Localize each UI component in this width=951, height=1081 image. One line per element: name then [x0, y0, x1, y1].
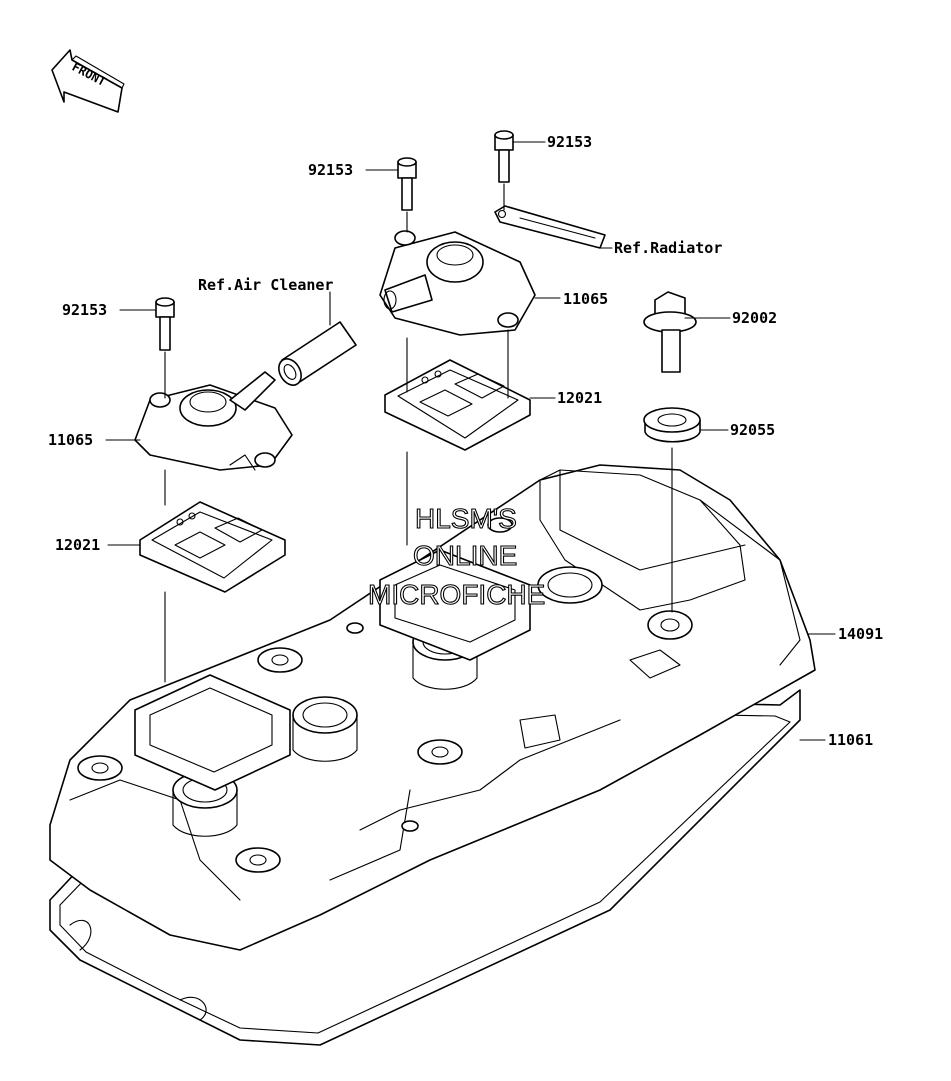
watermark: HLSM'S ONLINE MICROFICHE [367, 502, 545, 610]
bolt-92153-top-left [397, 157, 417, 211]
alignment-lines [164, 183, 673, 683]
label-92153-c: 92153 [62, 301, 107, 319]
radiator-bracket [494, 205, 606, 249]
reed-cover-right [379, 230, 536, 336]
reed-valve-left [139, 501, 286, 593]
label-12021-left: 12021 [55, 536, 100, 554]
bolt-92153-top-right [494, 130, 514, 183]
label-ref-air-cleaner: Ref.Air Cleaner [198, 276, 333, 294]
label-11061: 11061 [828, 731, 873, 749]
label-14091: 14091 [838, 625, 883, 643]
cylinder-head-cover [49, 464, 816, 951]
air-cleaner-hose [278, 321, 357, 386]
part-labels: 92153 92153 92153 Ref.Radiator Ref.Air C… [48, 133, 883, 749]
label-11065-left: 11065 [48, 431, 93, 449]
grommet-92055 [643, 407, 701, 443]
label-11065-right: 11065 [563, 290, 608, 308]
front-arrow-icon: FRONT [51, 49, 125, 113]
watermark-line-3: MICROFICHE [368, 579, 545, 610]
leader-lines [105, 141, 836, 741]
reed-valve-right [384, 359, 531, 451]
bolt-92002 [643, 291, 697, 373]
label-92055: 92055 [730, 421, 775, 439]
reed-cover-left [134, 371, 293, 471]
label-12021-right: 12021 [557, 389, 602, 407]
bolt-92153-left [155, 297, 175, 351]
label-92002: 92002 [732, 309, 777, 327]
watermark-line-2: ONLINE [413, 540, 517, 571]
watermark-line-1: HLSM'S [415, 503, 517, 534]
label-92153-a: 92153 [308, 161, 353, 179]
label-92153-b: 92153 [547, 133, 592, 151]
label-ref-radiator: Ref.Radiator [614, 239, 722, 257]
